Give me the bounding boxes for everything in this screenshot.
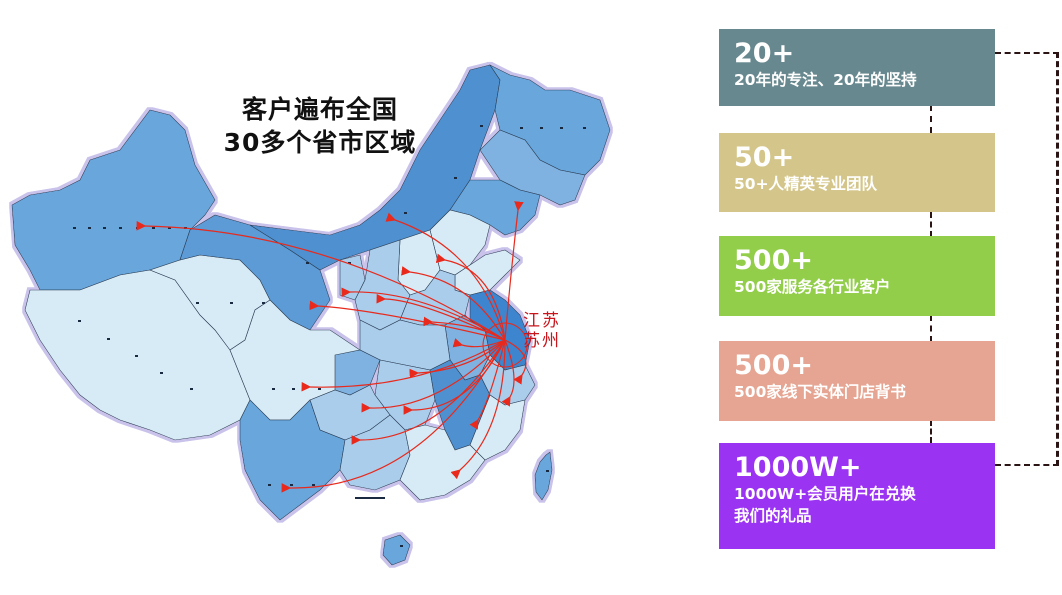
region-yunnan bbox=[239, 399, 346, 521]
stat-description-line2: 我们的礼品 bbox=[734, 507, 812, 525]
region-hainan bbox=[382, 534, 411, 566]
china-map-graphic bbox=[11, 64, 611, 566]
stat-value: 20+ bbox=[734, 38, 795, 69]
stat-box-years: 20+ 20年的专注、20年的坚持 bbox=[719, 29, 995, 106]
stat-box-team: 50+ 50+人精英专业团队 bbox=[719, 133, 995, 212]
stat-value: 500+ bbox=[734, 350, 813, 381]
region-guangdong bbox=[399, 424, 486, 501]
origin-province-label: 江苏 bbox=[523, 311, 561, 331]
connector-4-5 bbox=[930, 420, 932, 443]
connector-3-4 bbox=[930, 315, 932, 342]
map-title-line1: 客户遍布全国 bbox=[241, 95, 398, 124]
stat-box-stores: 500+ 500家线下实体门店背书 bbox=[719, 341, 995, 421]
stat-description: 500家服务各行业客户 bbox=[734, 278, 891, 296]
stat-description: 1000W+会员用户在兑换 bbox=[734, 485, 916, 503]
region-taiwan bbox=[534, 451, 553, 501]
stat-description: 50+人精英专业团队 bbox=[734, 175, 878, 193]
connector-1-2 bbox=[930, 105, 932, 133]
origin-city-label: 苏州 bbox=[523, 331, 561, 351]
stat-box-clients: 500+ 500家服务各行业客户 bbox=[719, 236, 995, 316]
stat-value: 1000W+ bbox=[734, 452, 862, 483]
region-jilin bbox=[479, 129, 586, 206]
map-title-line2: 30多个省市区域 bbox=[223, 128, 417, 157]
region-heilongjiang bbox=[489, 64, 611, 176]
connector-2-3 bbox=[930, 212, 932, 237]
distribution-arrows bbox=[136, 201, 528, 493]
stat-description: 20年的专注、20年的坚持 bbox=[734, 71, 917, 89]
stat-box-members: 1000W+ 1000W+会员用户在兑换 我们的礼品 bbox=[719, 443, 995, 549]
region-chongqing bbox=[334, 349, 381, 396]
stat-value: 500+ bbox=[734, 245, 813, 276]
outer-dashed-connector bbox=[995, 52, 1059, 466]
stat-value: 50+ bbox=[734, 142, 795, 173]
china-customer-map bbox=[0, 50, 640, 595]
stat-description: 500家线下实体门店背书 bbox=[734, 383, 906, 401]
